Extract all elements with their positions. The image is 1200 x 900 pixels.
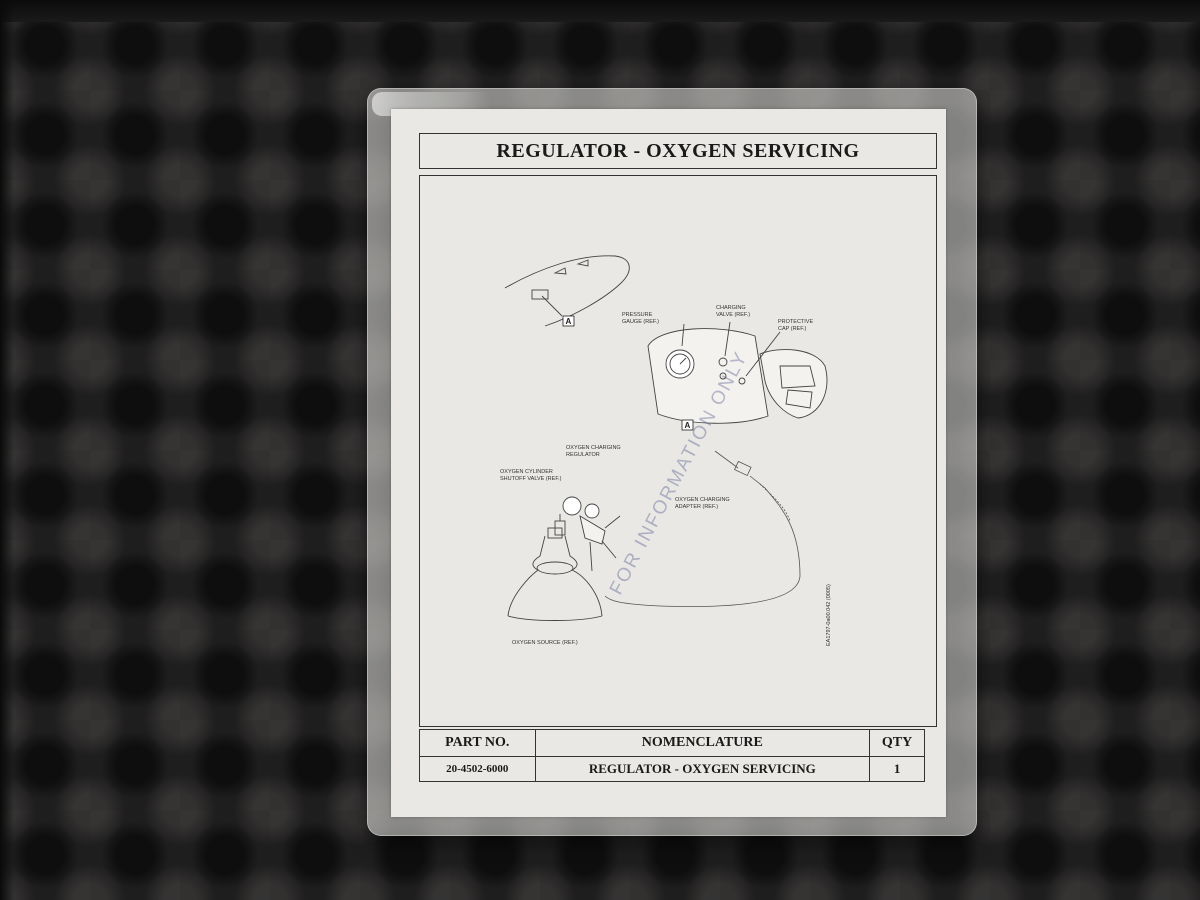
label-charging-adapter: OXYGEN CHARGING ADAPTER (REF.) (675, 497, 731, 510)
label-oxygen-regulator: OXYGEN CHARGING REGULATOR (566, 445, 622, 458)
callout-a-lower: A (685, 421, 691, 430)
label-oxygen-source: OXYGEN SOURCE (REF.) (512, 640, 578, 646)
label-cylinder-shutoff: OXYGEN CYLINDER SHUTOFF VALVE (REF.) (500, 469, 562, 482)
servicing-diagram: A PRESSURE GAUGE (REF.) (500, 255, 832, 646)
header-qty: QTY (869, 729, 925, 757)
callout-a-upper: A (566, 317, 572, 326)
card-title: REGULATOR - OXYGEN SERVICING (496, 139, 860, 162)
header-nomenclature: NOMENCLATURE (534, 729, 871, 757)
callout-box-lower (681, 419, 694, 431)
card-title-box: REGULATOR - OXYGEN SERVICING (419, 133, 937, 169)
aircraft-nose-sketch (504, 255, 630, 327)
label-protective-cap: PROTECTIVE CAP (REF.) (778, 319, 815, 332)
label-charging-valve: CHARGING VALVE (REF.) (716, 305, 750, 318)
oxygen-cylinder (507, 527, 603, 621)
cell-nomenclature: REGULATOR - OXYGEN SERVICING (534, 756, 871, 782)
regulator-assembly (554, 496, 621, 572)
drawing-area: A PRESSURE GAUGE (REF.) (419, 175, 937, 727)
drawing-code: EA1797-0a00.042 (0005) (826, 584, 832, 646)
case-lid-edge (0, 0, 1200, 22)
parts-table-header: PART NO. NOMENCLATURE QTY (419, 729, 925, 757)
header-part-no: PART NO. (419, 729, 536, 757)
cell-qty: 1 (869, 756, 925, 782)
charging-hose (604, 450, 801, 607)
instruction-card: REGULATOR - OXYGEN SERVICING A (391, 109, 946, 817)
parts-table: PART NO. NOMENCLATURE QTY 20-4502-6000 R… (419, 729, 925, 782)
cell-part-no: 20-4502-6000 (419, 756, 536, 782)
callout-box-upper (562, 315, 575, 327)
label-pressure-gauge: PRESSURE GAUGE (REF.) (622, 312, 659, 325)
case-left-edge (0, 0, 14, 900)
charging-panel (647, 321, 828, 424)
table-row: 20-4502-6000 REGULATOR - OXYGEN SERVICIN… (419, 756, 925, 782)
